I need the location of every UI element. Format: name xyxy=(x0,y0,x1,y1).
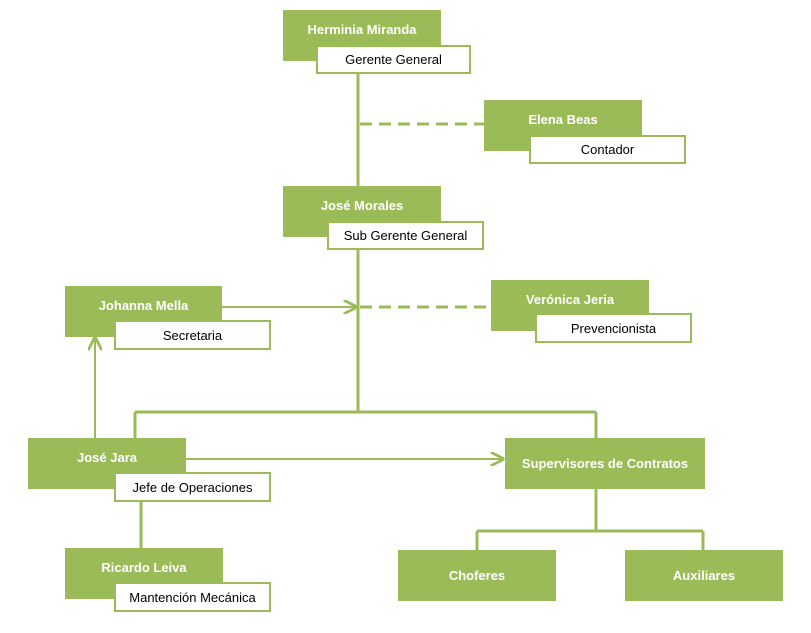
role-gerente-general: Gerente General xyxy=(316,45,471,74)
node-auxiliares: Auxiliares xyxy=(625,550,783,601)
node-choferes: Choferes xyxy=(398,550,556,601)
role-mantencion-mecanica: Mantención Mecánica xyxy=(114,582,271,612)
role-contador: Contador xyxy=(529,135,686,164)
node-supervisores-de-contratos: Supervisores de Contratos xyxy=(505,438,705,489)
node-name: José Morales xyxy=(320,198,404,213)
role-sub-gerente-general: Sub Gerente General xyxy=(327,221,484,250)
node-name: Johanna Mella xyxy=(98,298,189,313)
node-name: Herminia Miranda xyxy=(307,22,417,37)
role-secretaria: Secretaria xyxy=(114,320,271,350)
role-prevencionista: Prevencionista xyxy=(535,313,692,343)
node-name: Verónica Jeria xyxy=(525,292,615,307)
node-name: Elena Beas xyxy=(528,112,598,127)
node-name: Ricardo Leiva xyxy=(101,560,187,575)
node-name: José Jara xyxy=(77,450,137,465)
role-jefe-de-operaciones: Jefe de Operaciones xyxy=(114,472,271,502)
